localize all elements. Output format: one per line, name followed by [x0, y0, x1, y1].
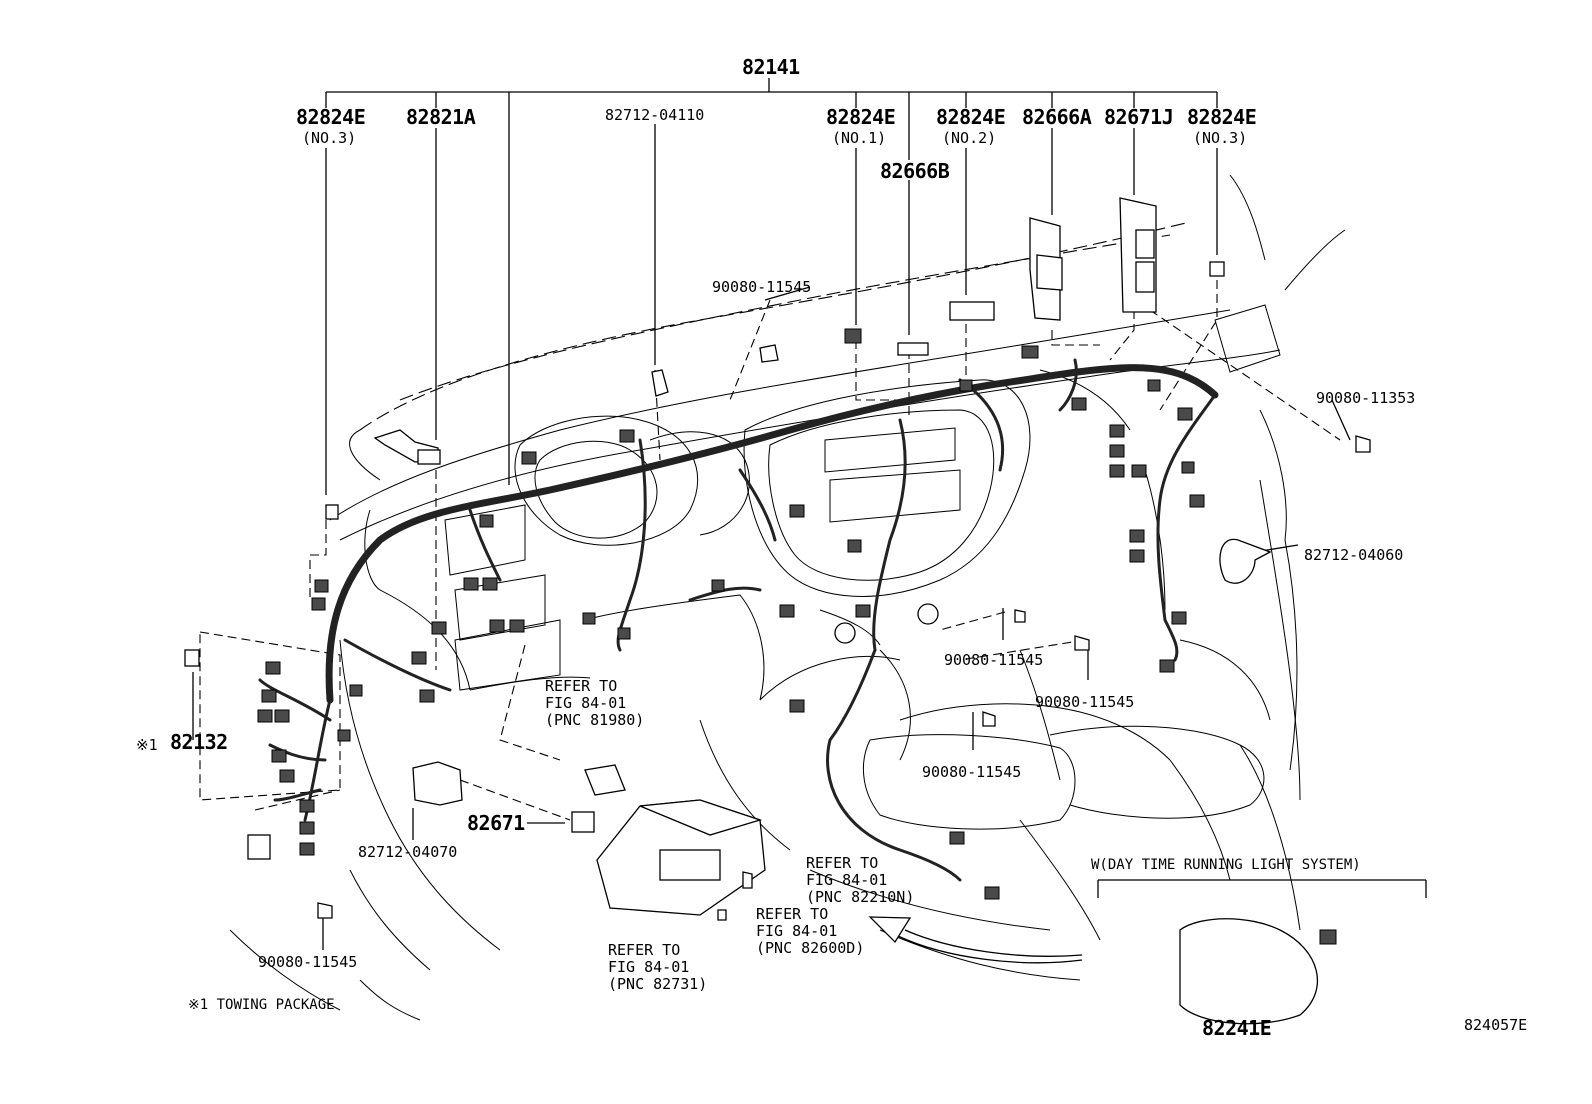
- label-82824E-center-sub: (NO.1): [832, 129, 887, 147]
- components: [184, 197, 1371, 1025]
- dashboard-outline: [229, 174, 1346, 1021]
- label-82824E-left: 82824E: [296, 105, 366, 129]
- label-82712-04060: 82712-04060: [1304, 546, 1404, 564]
- label-82824E-right-sub: (NO.2): [942, 129, 997, 147]
- label-82141: 82141: [742, 55, 800, 79]
- label-82712-04110: 82712-04110: [605, 106, 705, 124]
- harness-callout-bracket: [325, 78, 1218, 485]
- leader-lines: [192, 124, 1351, 1015]
- label-82132-mark: ※1: [136, 736, 158, 754]
- footnote: ※1 TOWING PACKAGE: [188, 997, 335, 1013]
- label-bolt-left: 90080-11545: [258, 953, 358, 971]
- label-bolt-mid2: 90080-11545: [1035, 693, 1135, 711]
- label-82821A: 82821A: [406, 105, 476, 129]
- label-82712-04070: 82712-04070: [358, 843, 458, 861]
- label-82671J: 82671J: [1104, 105, 1174, 129]
- ref-pnc-82210N: REFER TO FIG 84-01 (PNC 82210N): [806, 854, 915, 906]
- label-bolt-top: 90080-11545: [712, 278, 812, 296]
- connectors: [257, 328, 1337, 965]
- label-82666B: 82666B: [880, 159, 950, 183]
- label-82824E-left-sub: (NO.3): [302, 129, 357, 147]
- drl-detail-bracket: [1097, 879, 1427, 898]
- label-bolt-right: 90080-11353: [1316, 389, 1416, 407]
- label-82132: 82132: [170, 730, 228, 754]
- figure-id: 824057E: [1464, 1016, 1528, 1034]
- detail-arrow: [868, 916, 1083, 964]
- ref-pnc-81980: REFER TO FIG 84-01 (PNC 81980): [545, 677, 645, 729]
- label-82666A: 82666A: [1022, 105, 1092, 129]
- label-bolt-mid1: 90080-11545: [944, 651, 1044, 669]
- main-wire-harness: [258, 358, 1219, 882]
- ref-pnc-82731: REFER TO FIG 84-01 (PNC 82731): [608, 941, 708, 993]
- label-82824E-far: 82824E: [1187, 105, 1257, 129]
- drl-detail-title: W(DAY TIME RUNNING LIGHT SYSTEM): [1091, 857, 1361, 873]
- label-82824E-center: 82824E: [826, 105, 896, 129]
- label-82824E-right: 82824E: [936, 105, 1006, 129]
- label-82671: 82671: [467, 811, 525, 835]
- label-82824E-far-sub: (NO.3): [1193, 129, 1248, 147]
- label-82241E: 82241E: [1202, 1016, 1272, 1040]
- ref-pnc-82600D: REFER TO FIG 84-01 (PNC 82600D): [756, 905, 865, 957]
- label-bolt-mid3: 90080-11545: [922, 763, 1022, 781]
